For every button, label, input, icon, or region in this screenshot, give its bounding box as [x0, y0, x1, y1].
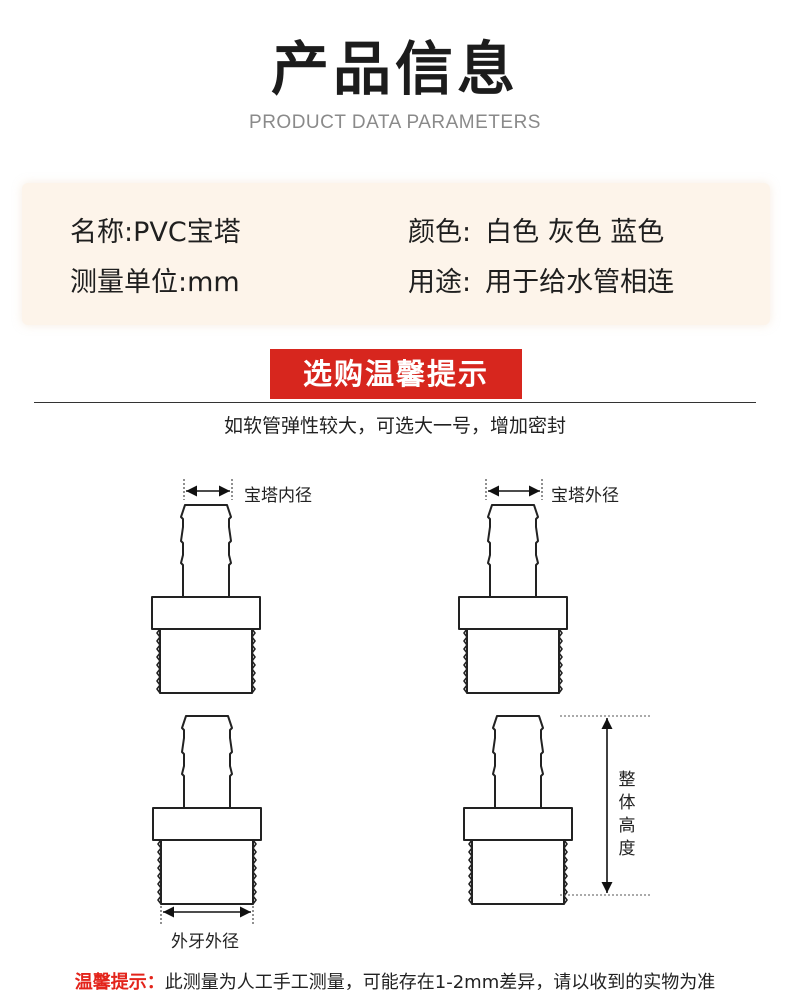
thread-diameter-label: 外牙外径 [171, 932, 239, 952]
unit-label: 测量单位: [63, 260, 192, 301]
fitting-total-height [463, 715, 573, 905]
info-panel [22, 183, 770, 325]
use-value: 用于给水管相连 [485, 267, 675, 298]
fitting-thread-diameter [152, 715, 262, 905]
info-name: 名称:PVC宝塔 [63, 210, 241, 251]
info-color: 颜色: 白色 灰色 蓝色 [401, 210, 665, 251]
outer-diameter-label: 宝塔外径 [551, 486, 619, 506]
divider [34, 402, 756, 403]
color-value: 白色 灰色 蓝色 [485, 217, 665, 248]
tips-badge: 选购温馨提示 [270, 349, 522, 399]
fitting-outer-diameter [458, 504, 568, 694]
page-subtitle: PRODUCT DATA PARAMETERS [249, 112, 541, 133]
fitting-inner-diameter [151, 504, 261, 694]
tips-line: 如软管弹性较大，可选大一号，增加密封 [223, 415, 566, 437]
footer-text: 此测量为人工手工测量，可能存在1-2mm差异，请以收到的实物为准 [164, 972, 716, 993]
footer-warn: 温馨提示： [74, 972, 165, 993]
color-label: 颜色: [401, 210, 476, 251]
info-unit: 测量单位:mm [63, 260, 240, 301]
use-label: 用途: [401, 260, 476, 301]
info-use: 用途: 用于给水管相连 [401, 260, 675, 301]
inner-diameter-label: 宝塔内径 [244, 486, 312, 506]
page-title: 产品信息 [270, 35, 519, 103]
unit-value: mm [187, 267, 240, 298]
name-value: PVC宝塔 [133, 217, 241, 248]
total-height-label: 整体高度 [618, 770, 636, 859]
footer-note: 温馨提示：此测量为人工手工测量，可能存在1-2mm差异，请以收到的实物为准 [0, 968, 790, 994]
name-label: 名称: [63, 210, 138, 251]
